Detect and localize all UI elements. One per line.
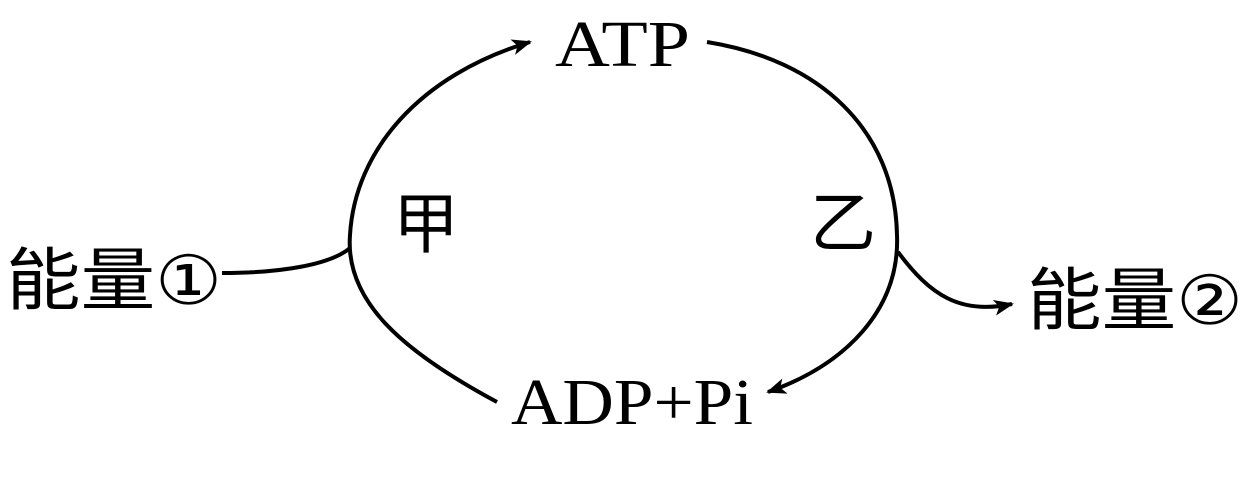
atp-label: ATP — [555, 8, 690, 81]
energy-input-label: 能量① — [6, 242, 222, 321]
arc-hydrolysis-arrow — [706, 40, 900, 394]
adp-pi-label: ADP+Pi — [511, 366, 753, 439]
reaction-yi-label: 乙 — [810, 185, 876, 262]
arc-synthesis-arrow — [347, 39, 532, 404]
reaction-jia-label: 甲 — [393, 186, 459, 263]
energy-output-label: 能量② — [1027, 262, 1243, 341]
energy-output-arrow — [896, 250, 1014, 316]
energy-input-line — [221, 246, 352, 275]
